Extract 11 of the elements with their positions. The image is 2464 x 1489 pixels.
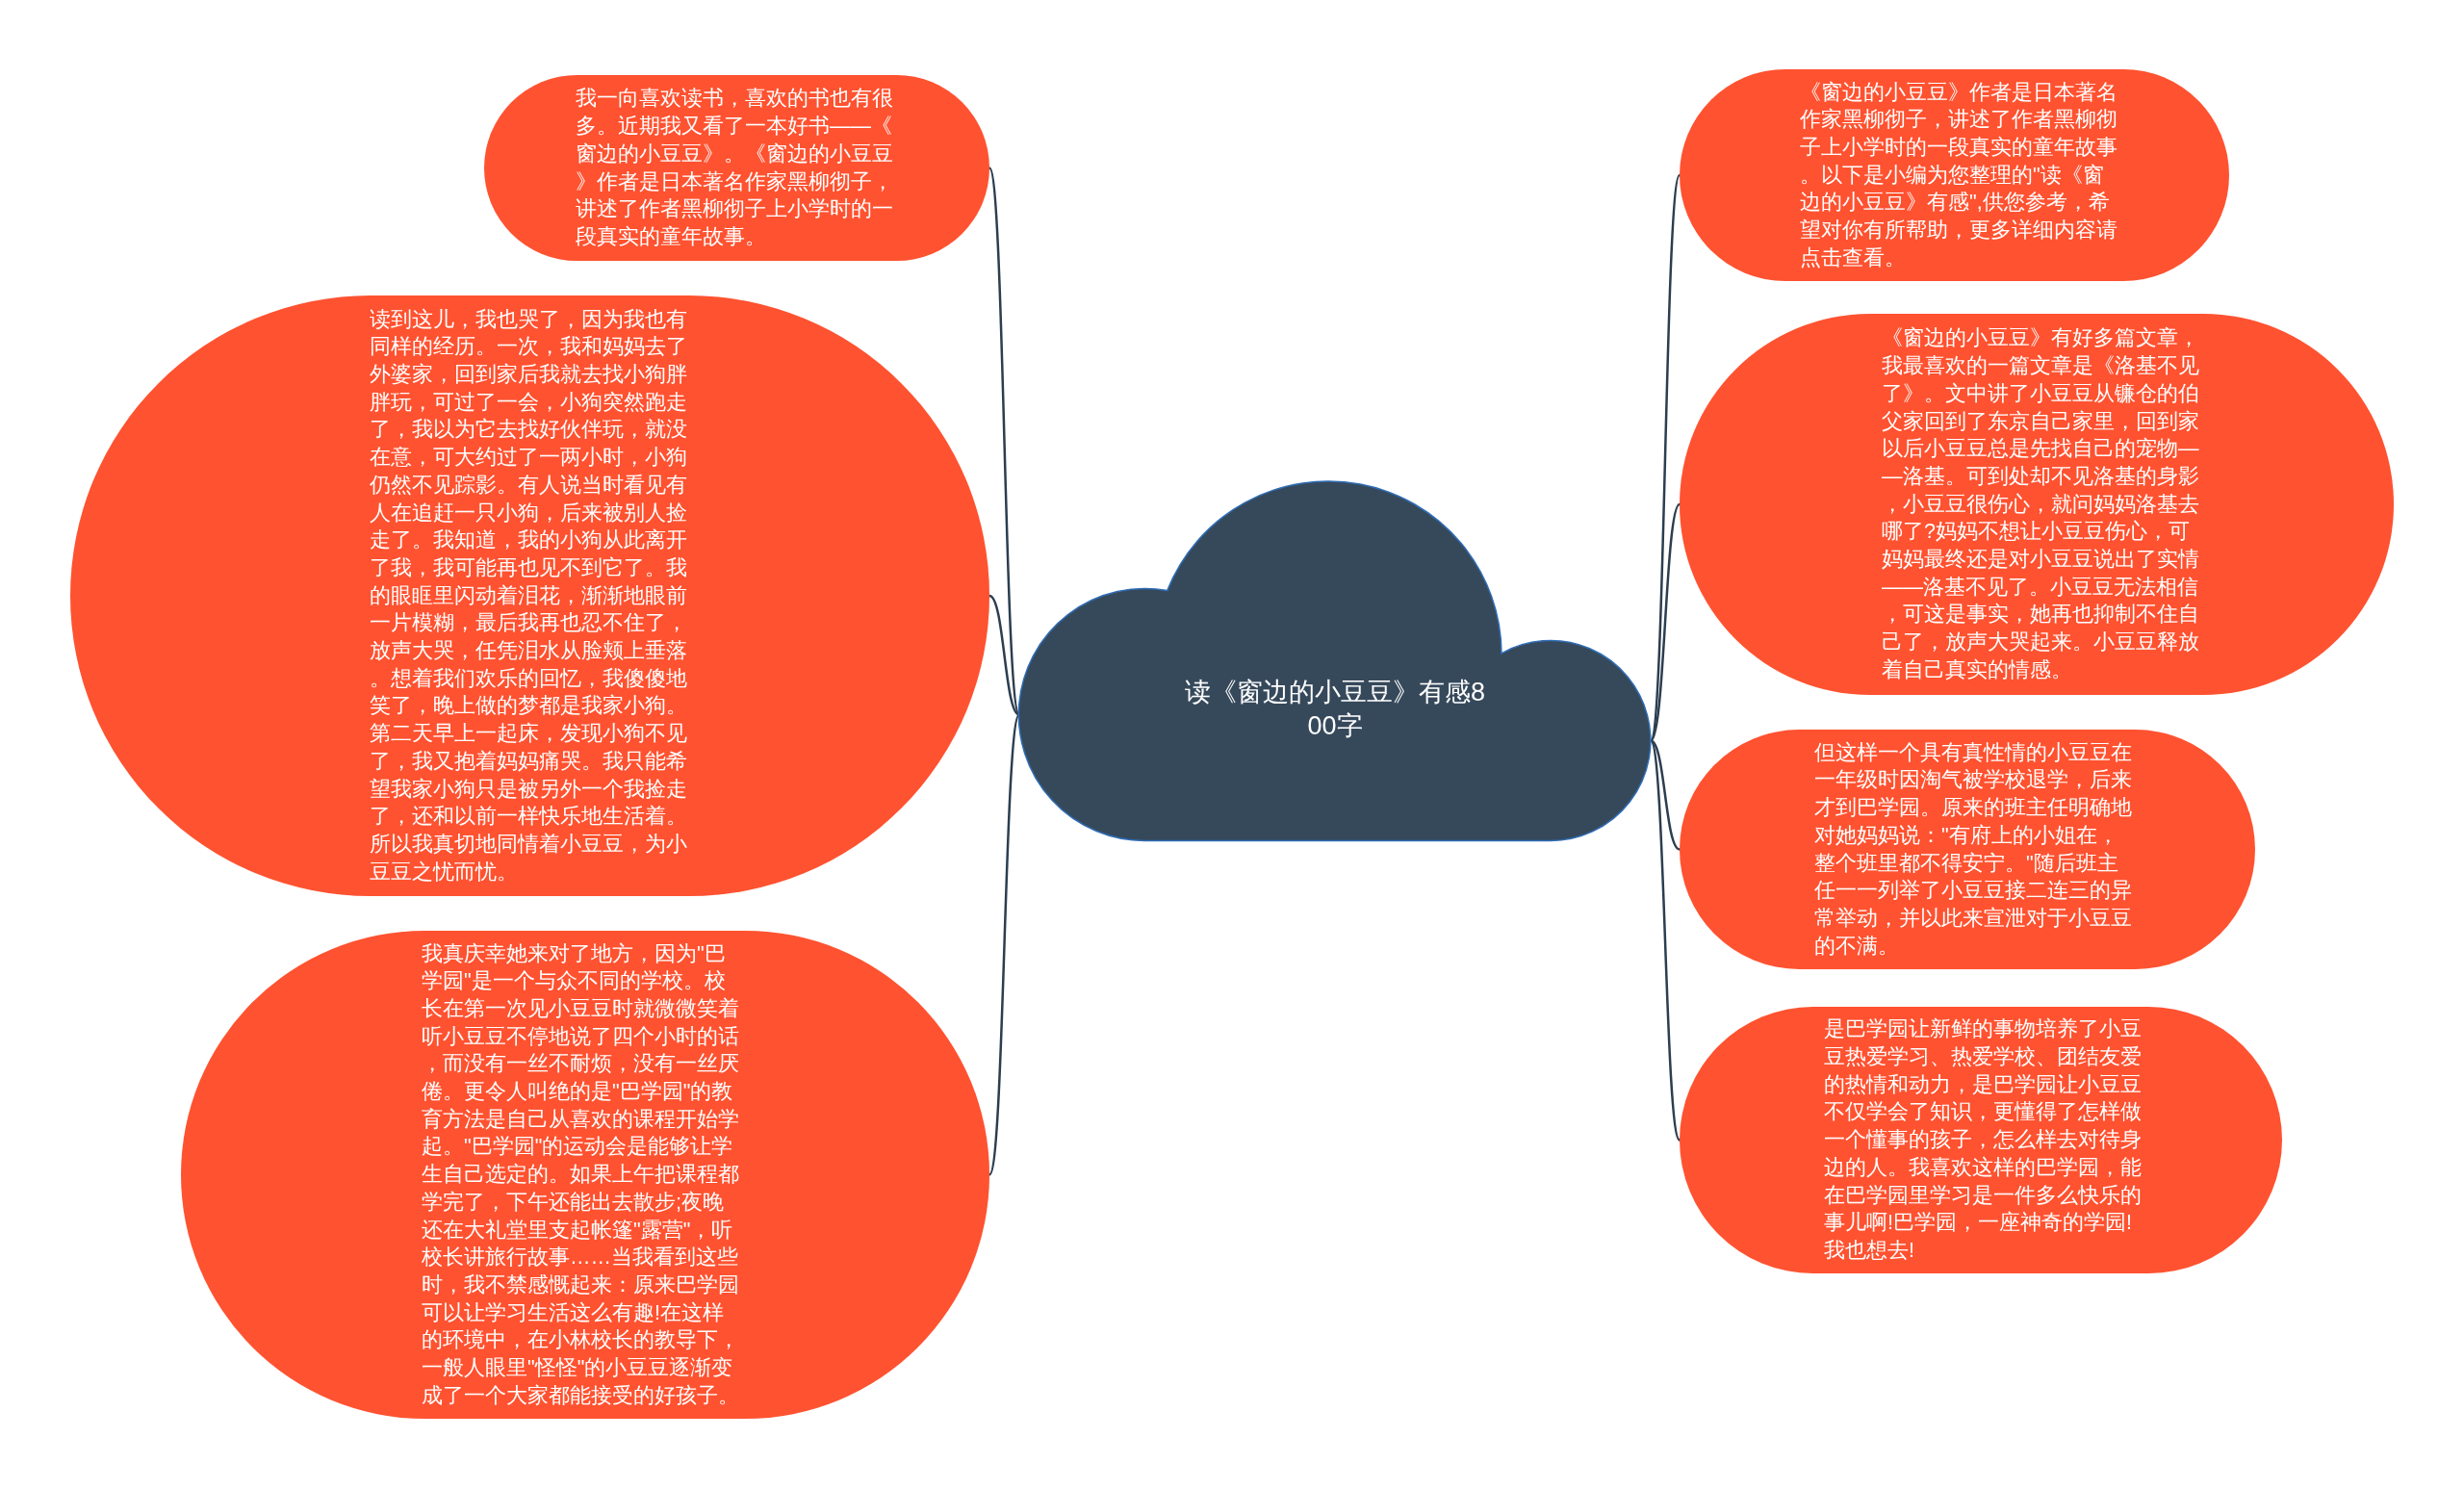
text-bubble: 《窗边的小豆豆》有好多篇文章，我最喜欢的一篇文章是《洛基不见了》。文中讲了小豆豆从镰仓的伯父家回到了东京自己家里，回到家以后小豆豆总是先找自己的宠物——洛基。可到处却不见洛基的身影，小豆豆很伤心，就问妈妈洛基去哪了?妈妈不想让小豆豆伤心，可妈妈最终还是对小豆豆说出了实情——洛基不见了。小豆豆无法相信，可这是事实，她再也抑制不住自己了，放声大哭起来。小豆豆释放着自己真实的情感。 <box>1680 314 2394 695</box>
text-bubble: 我真庆幸她来对了地方，因为"巴学园"是一个与众不同的学校。校长在第一次见小豆豆时就微微笑着听小豆豆不停地说了四个小时的话，而没有一丝不耐烦，没有一丝厌倦。更令人叫绝的是"巴学园"的教育方法是自己从喜欢的课程开始学起。"巴学园"的运动会是能够让学生自己选定的。如果上午把课程都学完了，下午还能出去散步;夜晚还在大礼堂里支起帐篷"露营"，听校长讲旅行故事……当我看到这些时，我不禁感慨起来：原来巴学园可以让学习生活这么有趣!在这样的环境中，在小林校长的教导下，一般人眼里"怪怪"的小豆豆逐渐变成了一个大家都能接受的好孩子。 <box>181 931 989 1419</box>
text-bubble: 我一向喜欢读书，喜欢的书也有很多。近期我又看了一本好书——《窗边的小豆豆》。《窗边的小豆豆》作者是日本著名作家黑柳彻子，讲述了作者黑柳彻子上小学时的一段真实的童年故事。 <box>484 75 989 261</box>
connector-line <box>1650 503 1681 742</box>
text-bubble: 《窗边的小豆豆》作者是日本著名作家黑柳彻子，讲述了作者黑柳彻子上小学时的一段真实的童年故事。以下是小编为您整理的"读《窗边的小豆豆》有感",供您参考，希望对你有所帮助，更多详细内容请点击查看。 <box>1680 69 2229 281</box>
text-bubble: 读到这儿，我也哭了，因为我也有同样的经历。一次，我和妈妈去了外婆家，回到家后我就去找小狗胖胖玩，可过了一会，小狗突然跑走了，我以为它去找好伙伴玩，就没在意，可大约过了一两小时，小狗仍然不见踪影。有人说当时看见有人在追赶一只小狗，后来被别人捡走了。我知道，我的小狗从此离开了我，我可能再也见不到它了。我的眼眶里闪动着泪花，渐渐地眼前一片模糊，最后我再也忍不住了，放声大哭，任凭泪水从脸颊上垂落。想着我们欢乐的回忆，我傻傻地笑了，晚上做的梦都是我家小狗。第二天早上一起床，发现小狗不见了，我又抱着妈妈痛哭。我只能希望我家小狗只是被另外一个我捡走了，还和以前一样快乐地生活着。所以我真切地同情着小豆豆，为小豆豆之忧而忧。 <box>70 295 989 896</box>
connector-line <box>988 594 1020 716</box>
text-bubble: 但这样一个具有真性情的小豆豆在一年级时因淘气被学校退学，后来才到巴学园。原来的班主任明确地对她妈妈说："有府上的小姐在，整个班里都不得安宁。"随后班主任一一列举了小豆豆接二连三的异常举动，并以此来宣泄对于小豆豆的不满。 <box>1680 730 2255 969</box>
connector-line <box>1650 739 1681 851</box>
text-bubble: 是巴学园让新鲜的事物培养了小豆豆热爱学习、热爱学校、团结友爱的热情和动力，是巴学园让小豆豆不仅学会了知识，更懂得了怎样做一个懂事的孩子，怎么样去对待身边的人。我喜欢这样的巴学园，能在巴学园里学习是一件多么快乐的事儿啊!巴学园，一座神奇的学园!我也想去! <box>1680 1007 2282 1273</box>
cloud-shape: 读《窗边的小豆豆》有感800字 <box>1019 481 1651 841</box>
